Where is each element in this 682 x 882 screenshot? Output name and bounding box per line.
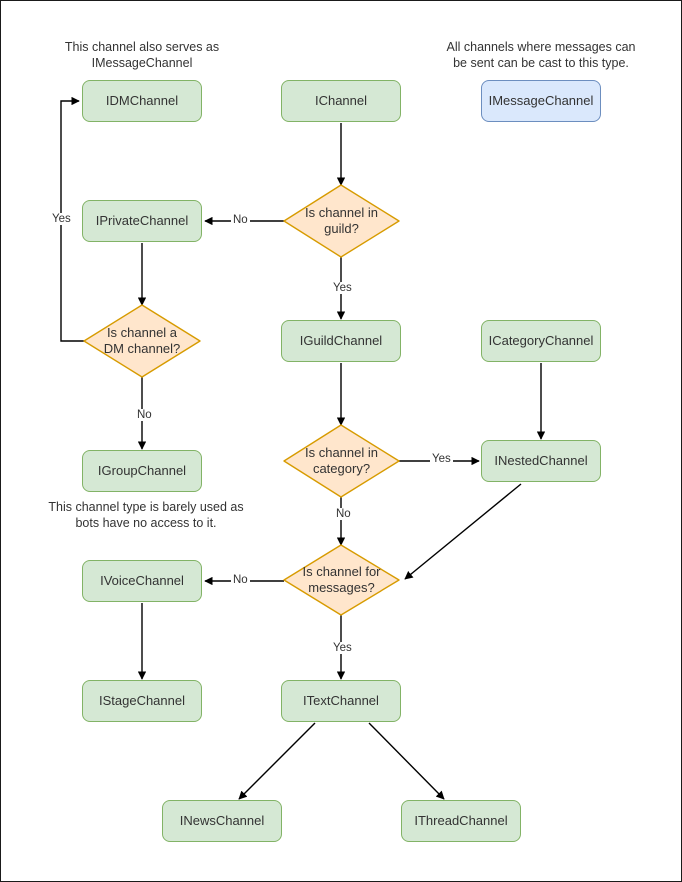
note-message-line-2: be sent can be cast to this type. [453, 56, 629, 71]
decision-dm-line-2: DM channel? [103, 341, 181, 356]
node-idmchannel[interactable]: IDMChannel [82, 80, 202, 122]
edge-label-messages-no: No [231, 574, 250, 586]
note-group-line-1: This channel type is barely used as [48, 500, 244, 514]
node-inestedchannel[interactable]: INestedChannel [481, 440, 601, 482]
node-igroupchannel[interactable]: IGroupChannel [82, 450, 202, 492]
note-group-line-2: bots have no access to it. [75, 516, 217, 531]
edge-label-dm-yes: Yes [50, 213, 73, 225]
node-inewschannel[interactable]: INewsChannel [162, 800, 282, 842]
edge-label-guild-no: No [231, 214, 250, 226]
note-dm-channel: This channel also serves as IMessageChan… [52, 39, 232, 72]
decision-is-channel-a-dm-channel-label: Is channel a DM channel? [84, 305, 200, 377]
node-imessagechannel[interactable]: IMessageChannel [481, 80, 601, 122]
node-ithreadchannel[interactable]: IThreadChannel [401, 800, 521, 842]
diamond-is-channel-for-messages [283, 544, 400, 616]
node-istagechannel[interactable]: IStageChannel [82, 680, 202, 722]
diamond-is-channel-in-guild [283, 184, 400, 258]
note-message-line-1: All channels where messages can [446, 40, 636, 54]
node-iprivatechannel[interactable]: IPrivateChannel [82, 200, 202, 242]
edge-label-category-yes: Yes [430, 453, 453, 465]
decision-messages-line-2: messages? [308, 580, 375, 595]
decision-guild-line-2: guild? [324, 221, 359, 236]
edge-itextchannel-to-ithreadchannel [368, 722, 445, 800]
edge-label-category-no: No [334, 508, 353, 520]
diamond-is-channel-a-dm-channel [83, 304, 201, 378]
decision-is-channel-for-messages-label: Is channel for messages? [284, 545, 399, 615]
node-ichannel[interactable]: IChannel [281, 80, 401, 122]
decision-is-channel-for-messages[interactable]: Is channel for messages? [284, 545, 399, 615]
note-group-channel: This channel type is barely used as bots… [38, 499, 254, 532]
diamond-is-channel-in-category [283, 424, 400, 498]
decision-messages-line-1: Is channel for [302, 563, 381, 579]
decision-is-channel-a-dm-channel[interactable]: Is channel a DM channel? [84, 305, 200, 377]
node-itextchannel[interactable]: ITextChannel [281, 680, 401, 722]
edge-label-guild-yes: Yes [331, 282, 354, 294]
node-icategorychannel[interactable]: ICategoryChannel [481, 320, 601, 362]
decision-guild-line-1: Is channel in [305, 204, 378, 220]
node-ivoicechannel[interactable]: IVoiceChannel [82, 560, 202, 602]
note-dm-line-1: This channel also serves as [64, 40, 220, 54]
decision-is-channel-in-category-label: Is channel in category? [284, 425, 399, 497]
decision-is-channel-in-guild-label: Is channel in guild? [284, 185, 399, 257]
decision-dm-line-1: Is channel a [106, 324, 178, 340]
decision-category-line-1: Is channel in [305, 444, 378, 460]
edge-inestedchannel-to-messages [404, 483, 522, 580]
note-dm-line-2: IMessageChannel [91, 56, 193, 71]
node-iguildchannel[interactable]: IGuildChannel [281, 320, 401, 362]
note-message-channel: All channels where messages can be sent … [436, 39, 646, 72]
decision-is-channel-in-guild[interactable]: Is channel in guild? [284, 185, 399, 257]
edge-label-dm-no: No [135, 409, 154, 421]
decision-category-line-2: category? [312, 461, 371, 476]
decision-is-channel-in-category[interactable]: Is channel in category? [284, 425, 399, 497]
edge-label-messages-yes: Yes [331, 642, 354, 654]
edge-itextchannel-to-inewschannel [238, 722, 316, 800]
